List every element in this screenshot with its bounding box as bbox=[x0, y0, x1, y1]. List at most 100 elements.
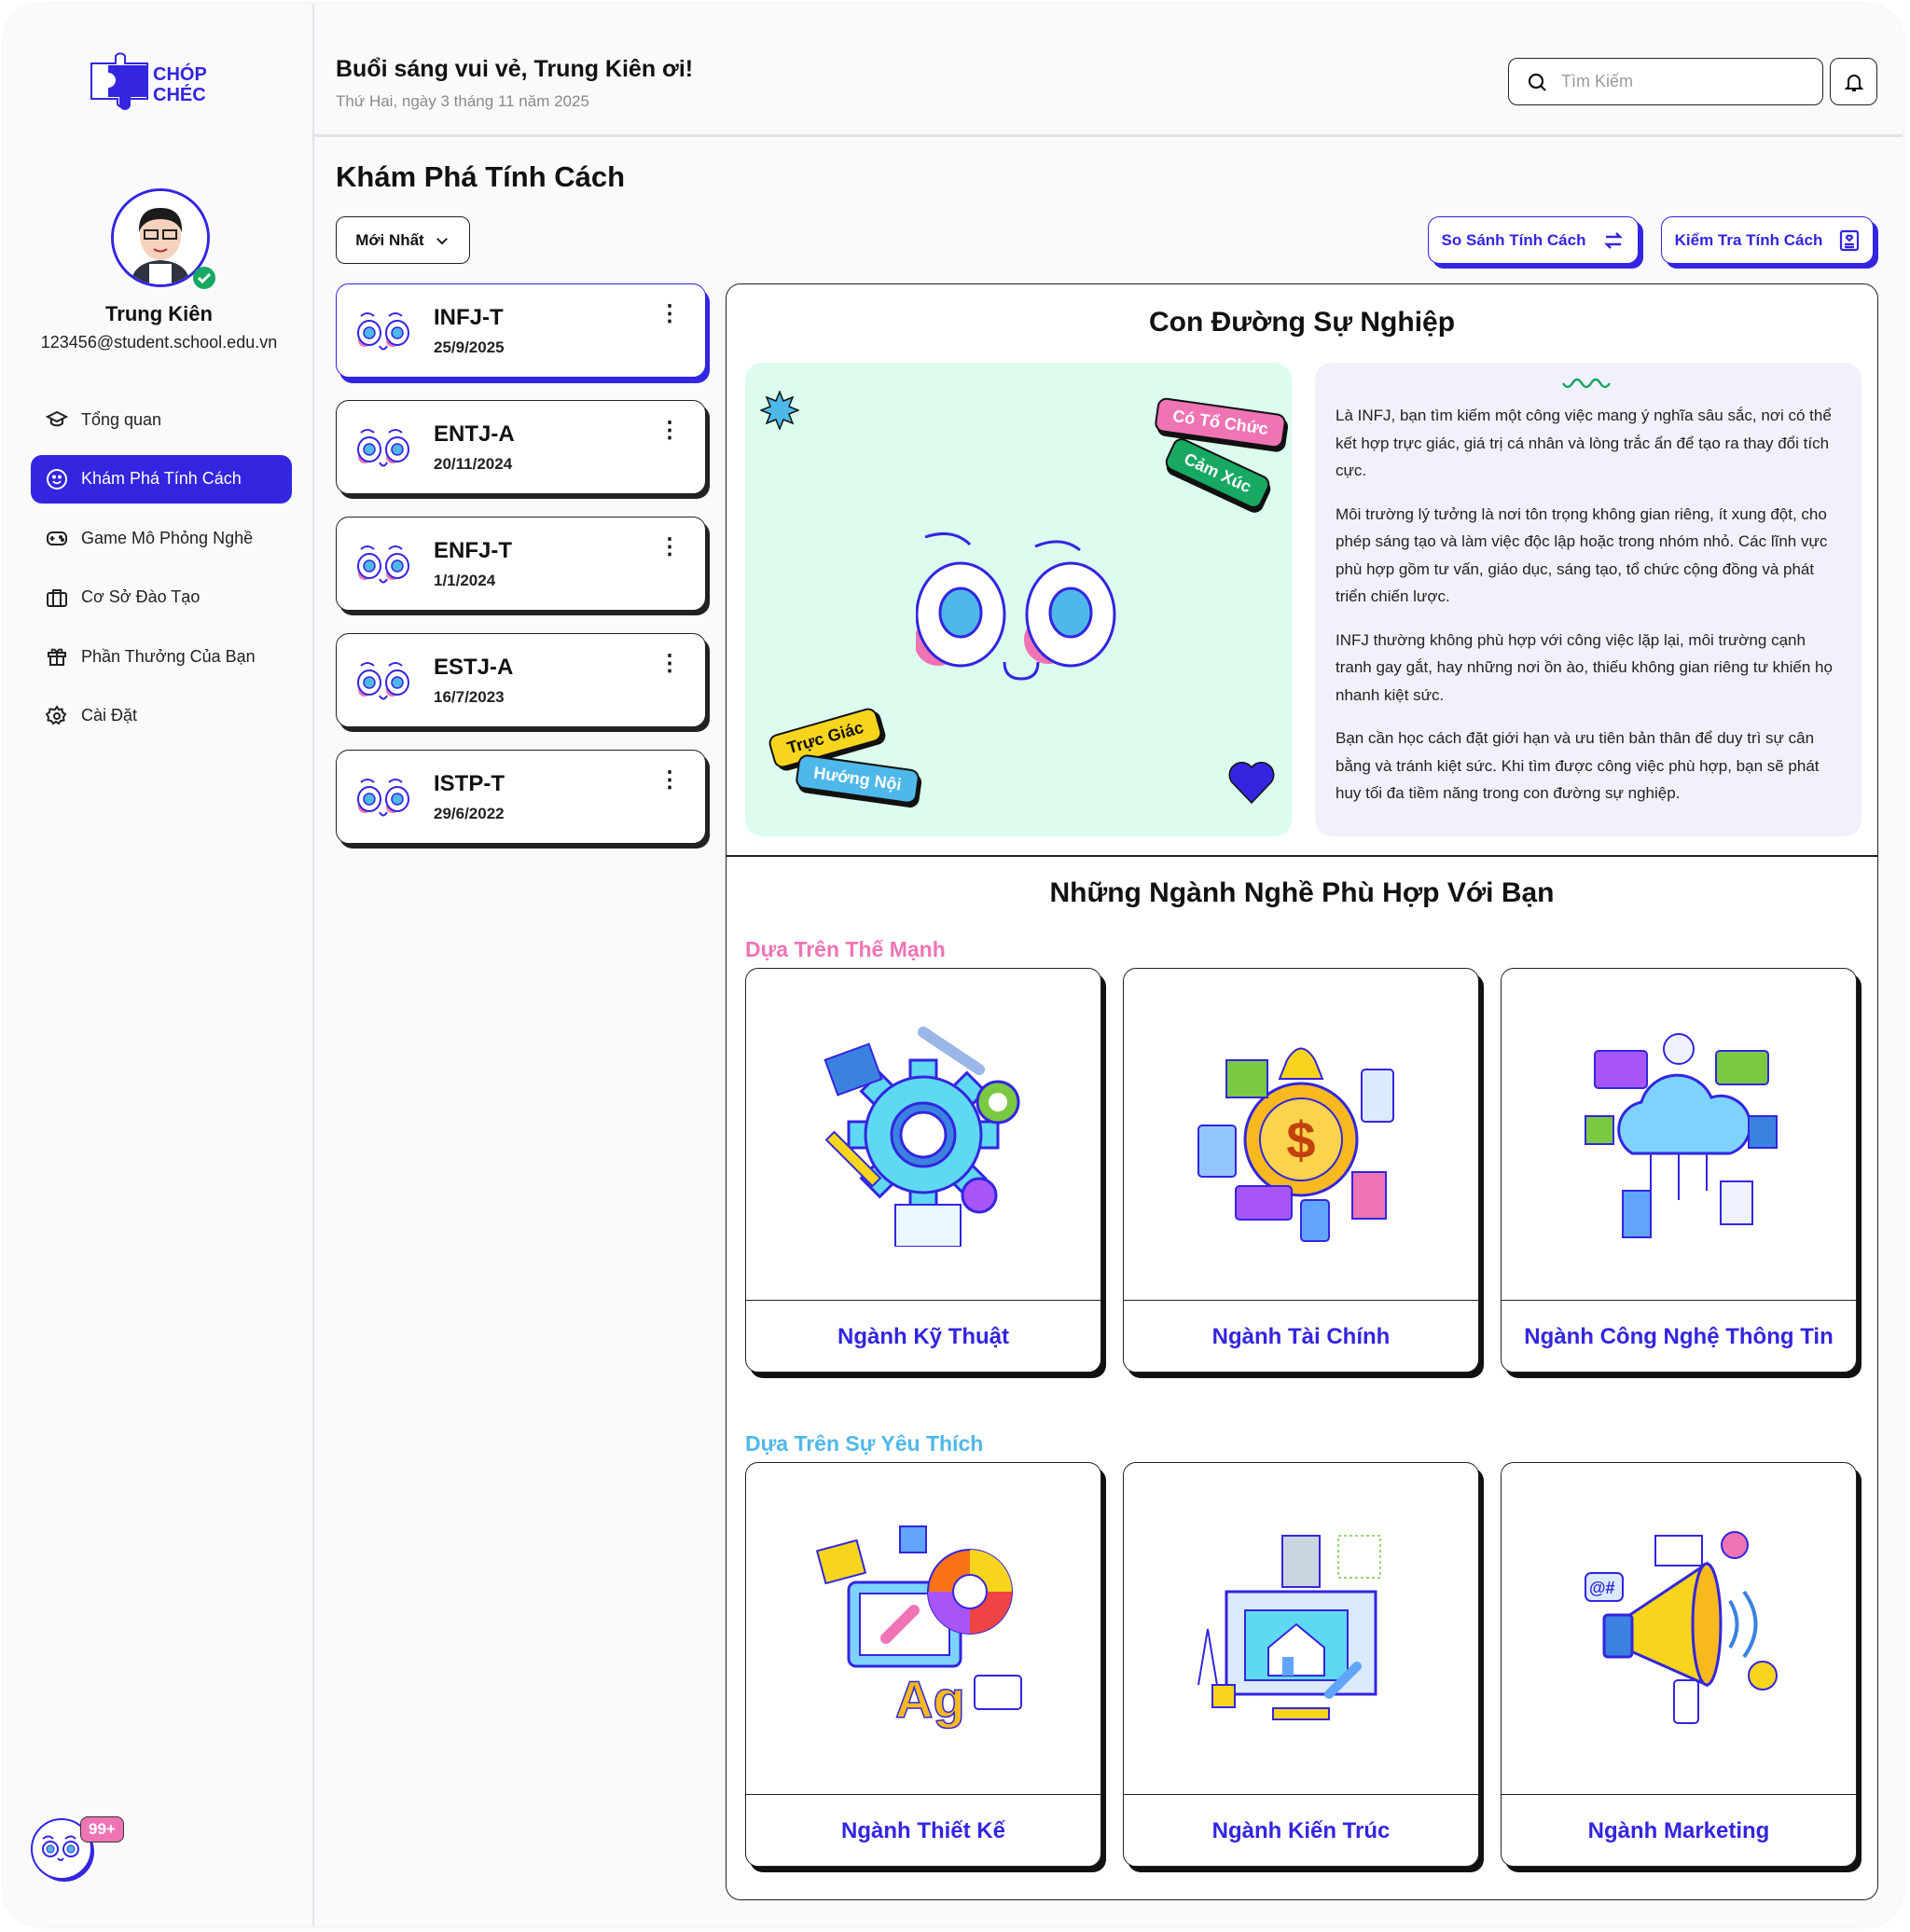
job-card[interactable]: $ Ngành Tài Chính bbox=[1123, 968, 1479, 1373]
test-date: 20/11/2024 bbox=[434, 455, 513, 473]
coin-illustration-icon: $ bbox=[1124, 969, 1478, 1301]
career-paragraph: Bạn cần học cách đặt giới hạn và ưu tiên… bbox=[1336, 729, 1820, 802]
job-card[interactable]: Ngành Kỹ Thuật bbox=[745, 968, 1101, 1373]
career-description: Là INFJ, bạn tìm kiếm một công việc mang… bbox=[1315, 363, 1862, 836]
sidebar-item-label: Cài Đặt bbox=[81, 706, 138, 724]
sort-dropdown[interactable]: Mới Nhất bbox=[336, 216, 470, 264]
mega-illustration-icon: @# bbox=[1502, 1463, 1856, 1795]
strength-subtitle: Dựa Trên Thế Mạnh bbox=[745, 937, 946, 961]
sidebar-item-label: Cơ Sở Đào Tạo bbox=[81, 587, 201, 606]
sidebar-item-settings[interactable]: Cài Đặt bbox=[31, 692, 292, 740]
briefcase-icon bbox=[47, 588, 67, 607]
chevron-down-icon bbox=[436, 237, 448, 244]
sidebar-item-career-game[interactable]: Game Mô Phỏng Nghề bbox=[31, 514, 292, 562]
sidebar-item-personality[interactable]: Khám Phá Tính Cách bbox=[31, 454, 292, 504]
gear-icon bbox=[46, 704, 67, 724]
career-paragraph: Môi trường lý tưởng là nơi tôn trọng khô… bbox=[1336, 504, 1828, 606]
result-panel: Con Đường Sự Nghiệp Có Tổ Chức Cảm Xúc T… bbox=[726, 283, 1878, 1900]
personality-history-card[interactable]: ESTJ-A 16/7/2023 ⋮ bbox=[336, 633, 706, 727]
gear-illustration-icon bbox=[746, 969, 1100, 1301]
take-personality-test-button[interactable]: Kiểm Tra Tính Cách bbox=[1661, 216, 1874, 264]
current-date: Thứ Hai, ngày 3 tháng 11 năm 2025 bbox=[336, 92, 589, 110]
personality-illustration: Có Tổ Chức Cảm Xúc Trực Giác Hướng Nội bbox=[745, 363, 1292, 836]
mascot-face-icon bbox=[355, 775, 415, 828]
gift-icon bbox=[48, 648, 66, 666]
personality-type: ESTJ-A bbox=[434, 655, 514, 680]
sort-selected-value: Mới Nhất bbox=[355, 230, 424, 249]
verified-icon bbox=[193, 267, 215, 289]
mascot-face-icon bbox=[355, 309, 415, 362]
sidebar-item-training[interactable]: Cơ Sở Đào Tạo bbox=[31, 573, 292, 622]
gamepad-icon bbox=[47, 531, 67, 545]
cloud-illustration-icon bbox=[1502, 969, 1856, 1301]
heart-icon bbox=[1228, 762, 1275, 805]
mascot-face-icon bbox=[355, 542, 415, 595]
logo[interactable]: CHÓP CHÉC bbox=[90, 52, 239, 117]
svg-text:$: $ bbox=[1286, 1111, 1315, 1169]
svg-text:@#: @# bbox=[1589, 1579, 1615, 1597]
mascot-assistant-button[interactable] bbox=[30, 1816, 97, 1888]
trait-tag: Hướng Nội bbox=[795, 753, 920, 805]
more-options-icon[interactable]: ⋮ bbox=[658, 301, 681, 326]
personality-type: INFJ-T bbox=[434, 305, 504, 330]
sidebar-item-label: Phần Thưởng Của Bạn bbox=[81, 646, 256, 666]
job-label: Ngành Kỹ Thuật bbox=[837, 1324, 1009, 1349]
squiggle-decoration bbox=[1561, 378, 1612, 389]
search-input[interactable] bbox=[1561, 72, 1785, 91]
test-date: 29/6/2022 bbox=[434, 805, 505, 822]
mascot-face-icon bbox=[355, 658, 415, 711]
sidebar-item-overview[interactable]: Tổng quan bbox=[31, 395, 292, 444]
sidebar-item-label: Khám Phá Tính Cách bbox=[81, 469, 242, 488]
building-illustration-icon bbox=[1124, 1463, 1478, 1795]
avatar[interactable] bbox=[111, 188, 215, 289]
job-card[interactable]: Ngành Công Nghệ Thông Tin bbox=[1501, 968, 1857, 1373]
job-label: Ngành Tài Chính bbox=[1211, 1324, 1391, 1349]
more-options-icon[interactable]: ⋮ bbox=[658, 418, 681, 443]
suitable-jobs-title: Những Ngành Nghề Phù Hợp Với Bạn bbox=[1049, 877, 1555, 908]
job-card[interactable]: Ngành Kiến Trúc bbox=[1123, 1462, 1479, 1867]
test-date: 25/9/2025 bbox=[434, 338, 505, 356]
interest-subtitle: Dựa Trên Sự Yêu Thích bbox=[745, 1431, 984, 1456]
page-title: Khám Phá Tính Cách bbox=[336, 160, 626, 193]
svg-text:Ag: Ag bbox=[895, 1670, 965, 1729]
smile-icon bbox=[47, 468, 67, 490]
more-options-icon[interactable]: ⋮ bbox=[658, 651, 681, 676]
search-box[interactable] bbox=[1508, 58, 1823, 105]
search-icon bbox=[1528, 73, 1546, 91]
trait-tag: Cảm Xúc bbox=[1162, 435, 1273, 512]
star-burst-icon bbox=[760, 391, 799, 430]
personality-type: ENFJ-T bbox=[434, 538, 512, 563]
job-label: Ngành Marketing bbox=[1587, 1818, 1770, 1843]
more-options-icon[interactable]: ⋮ bbox=[658, 534, 681, 559]
mascot-face-icon bbox=[355, 425, 415, 478]
more-options-icon[interactable]: ⋮ bbox=[658, 767, 681, 793]
test-date: 16/7/2023 bbox=[434, 688, 505, 706]
sidebar-nav: Tổng quan Khám Phá Tính Cách Game Mô Phỏ… bbox=[31, 395, 292, 751]
graduation-cap-icon bbox=[46, 410, 68, 427]
personality-history-card[interactable]: ISTP-T 29/6/2022 ⋮ bbox=[336, 750, 706, 844]
career-path-title: Con Đường Sự Nghiệp bbox=[1148, 307, 1456, 338]
logo-text: CHÓP bbox=[153, 62, 207, 85]
mascot-face bbox=[916, 531, 1116, 681]
job-label: Ngành Kiến Trúc bbox=[1211, 1818, 1391, 1843]
section-divider bbox=[727, 855, 1877, 857]
header-divider bbox=[314, 134, 1903, 137]
personality-type: ISTP-T bbox=[434, 771, 505, 796]
sidebar-item-rewards[interactable]: Phần Thưởng Của Bạn bbox=[31, 632, 292, 681]
career-paragraph: INFJ thường không phù hợp với công việc … bbox=[1336, 630, 1833, 704]
user-email: 123456@student.school.edu.vn bbox=[40, 333, 278, 352]
bell-icon bbox=[1844, 74, 1863, 91]
notification-button[interactable] bbox=[1830, 58, 1877, 105]
notification-count-badge: 99+ bbox=[80, 1816, 124, 1842]
sidebar-item-label: Game Mô Phỏng Nghề bbox=[81, 528, 254, 547]
job-label: Ngành Thiết Kế bbox=[840, 1818, 1005, 1843]
test-document-icon bbox=[1840, 229, 1860, 251]
take-test-label: Kiểm Tra Tính Cách bbox=[1674, 230, 1823, 249]
job-card[interactable]: @# Ngành Marketing bbox=[1501, 1462, 1857, 1867]
personality-history-card[interactable]: INFJ-T 25/9/2025 ⋮ bbox=[336, 283, 706, 378]
app-window: CHÓP CHÉC Trung Kiên 12345 bbox=[4, 4, 1903, 1926]
compare-personality-button[interactable]: So Sánh Tính Cách bbox=[1428, 216, 1639, 264]
